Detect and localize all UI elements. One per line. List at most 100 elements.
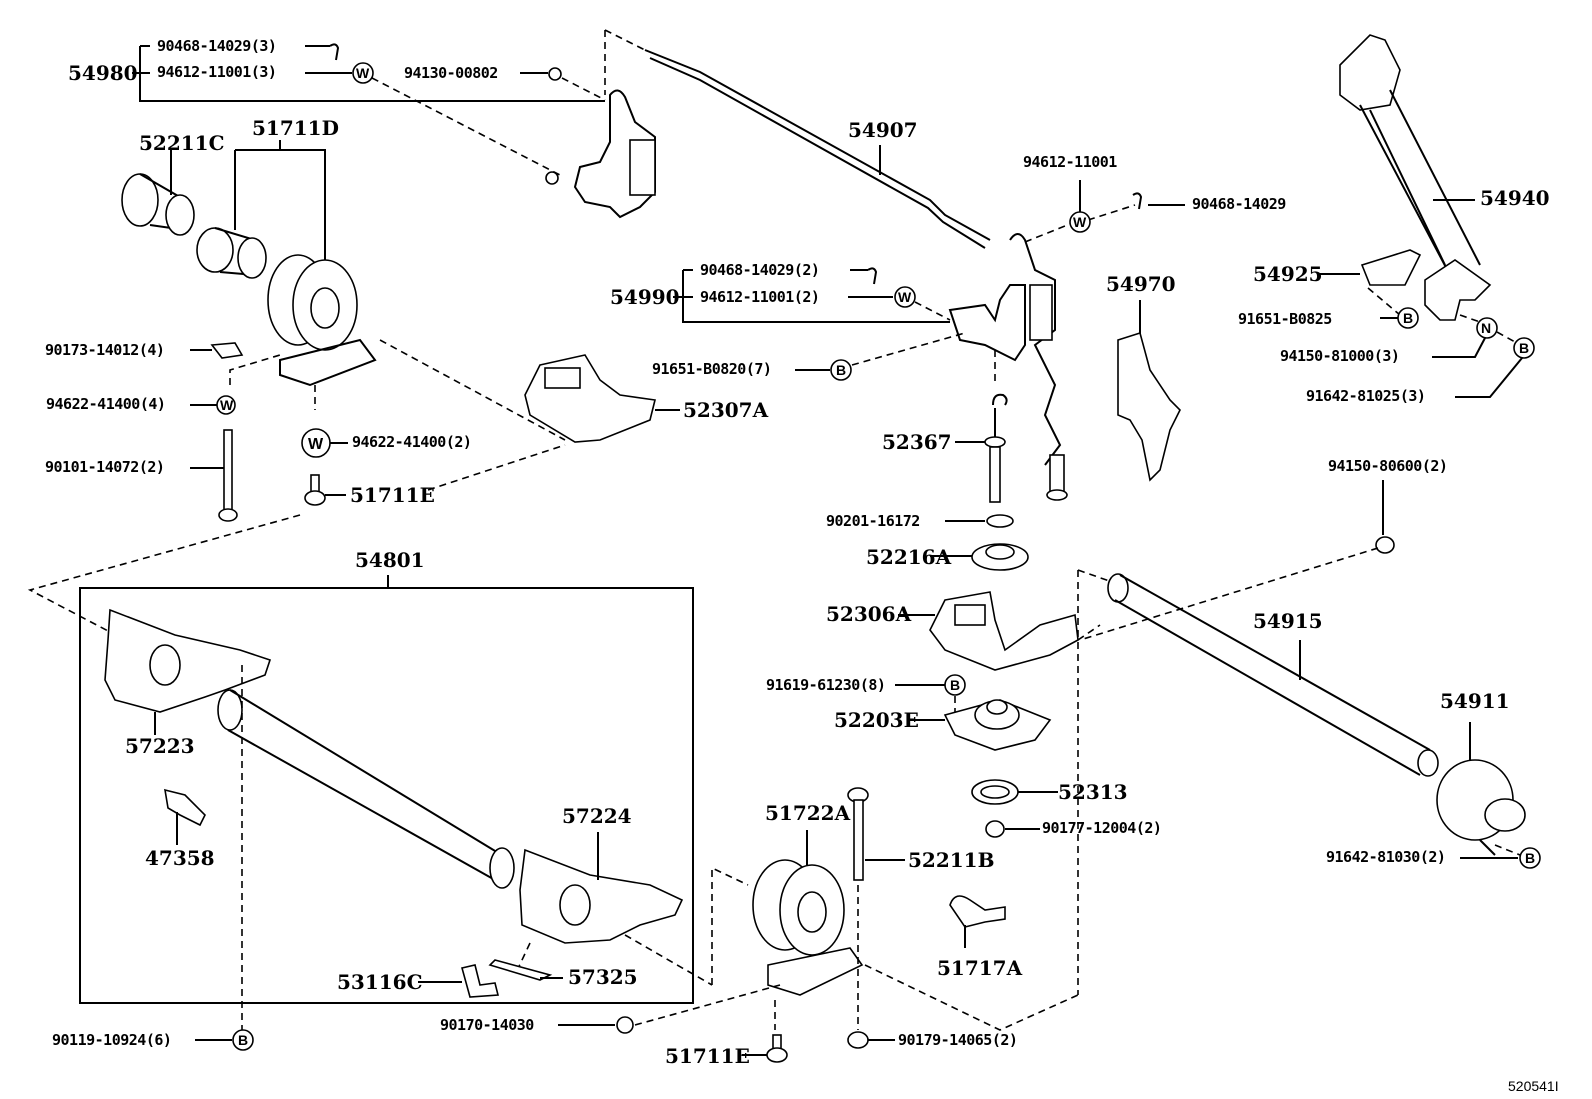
part-label-51722a: 51722A bbox=[765, 801, 851, 825]
part-label-90119-10924-qty6: 90119-10924(6) bbox=[52, 1031, 172, 1049]
lever-bracket-center bbox=[948, 233, 1068, 501]
bolt-51711e-icon bbox=[304, 474, 326, 506]
nut-90177-icon bbox=[985, 820, 1005, 838]
figure-code: 520541I bbox=[1508, 1078, 1559, 1094]
bolt-symbol-icon: B bbox=[1519, 847, 1541, 869]
mount-51722a bbox=[752, 859, 864, 996]
part-label-90201-16172: 90201-16172 bbox=[826, 512, 920, 530]
clip-47358 bbox=[164, 788, 206, 827]
bushing-51711d-inner bbox=[196, 227, 267, 279]
mount-51711d bbox=[267, 254, 377, 387]
bolt-symbol-icon: B bbox=[1397, 307, 1419, 329]
washer-symbol-icon: W bbox=[1069, 211, 1091, 233]
part-label-94612-11001: 94612-11001 bbox=[1023, 153, 1117, 171]
bracket-57224 bbox=[519, 848, 684, 944]
part-label-54911: 54911 bbox=[1440, 689, 1510, 713]
washer-symbol-icon: W bbox=[352, 62, 374, 84]
part-label-54915: 54915 bbox=[1253, 609, 1323, 633]
mount-52203e bbox=[943, 699, 1052, 751]
lever-bracket-top bbox=[545, 89, 656, 219]
part-label-51711e-bottom: 51711E bbox=[665, 1044, 750, 1068]
part-label-57325: 57325 bbox=[568, 965, 638, 989]
part-label-90468-14029: 90468-14029 bbox=[1192, 195, 1286, 213]
part-label-90170-14030: 90170-14030 bbox=[440, 1016, 534, 1034]
part-label-91642-81025-qty3: 91642-81025(3) bbox=[1306, 387, 1426, 405]
bolt-symbol-icon: B bbox=[1513, 337, 1535, 359]
assembly-box-54801 bbox=[79, 575, 694, 1004]
cotter-pin-icon bbox=[1132, 192, 1143, 210]
part-label-53116c: 53116C bbox=[337, 970, 423, 994]
svg-text:B: B bbox=[1525, 850, 1535, 866]
svg-text:B: B bbox=[238, 1032, 248, 1048]
svg-text:W: W bbox=[356, 65, 370, 81]
part-label-52203e: 52203E bbox=[834, 708, 919, 732]
bolt-90101-icon bbox=[218, 429, 238, 522]
cotter-pin-icon bbox=[867, 267, 878, 285]
part-label-54980: 54980 bbox=[68, 61, 138, 85]
bolt-52211b-icon bbox=[847, 787, 869, 881]
part-label-57223: 57223 bbox=[125, 734, 195, 758]
part-label-91651-b0825: 91651-B0825 bbox=[1238, 310, 1332, 328]
part-label-94150-80600-qty2: 94150-80600(2) bbox=[1328, 457, 1448, 475]
part-label-54801: 54801 bbox=[355, 548, 425, 572]
washer-symbol-icon: W bbox=[894, 286, 916, 308]
part-label-90101-14072-qty2: 90101-14072(2) bbox=[45, 458, 165, 476]
part-label-90177-12004-qty2: 90177-12004(2) bbox=[1042, 819, 1162, 837]
part-label-91619-61230-qty8: 91619-61230(8) bbox=[766, 676, 886, 694]
bolt-51711e-bottom-icon bbox=[766, 1034, 788, 1063]
rod-54915 bbox=[1107, 573, 1439, 777]
svg-text:W: W bbox=[308, 436, 324, 453]
part-label-90468-14029-qty3: 90468-14029(3) bbox=[157, 37, 277, 55]
nut-symbol-icon: N bbox=[1476, 317, 1498, 339]
svg-text:W: W bbox=[898, 289, 912, 305]
svg-text:B: B bbox=[1403, 310, 1413, 326]
part-label-52367: 52367 bbox=[882, 430, 952, 454]
nut-90179-icon bbox=[847, 1031, 869, 1049]
bracket-54980 bbox=[132, 45, 605, 102]
bushing-52211c bbox=[121, 150, 195, 236]
part-label-94612-11001-qty2: 94612-11001(2) bbox=[700, 288, 820, 306]
part-label-94612-11001-qty3: 94612-11001(3) bbox=[157, 63, 277, 81]
part-label-57224: 57224 bbox=[562, 804, 632, 828]
part-label-47358: 47358 bbox=[145, 846, 215, 870]
part-label-94622-41400-qty2: 94622-41400(2) bbox=[352, 433, 472, 451]
part-label-54925: 54925 bbox=[1253, 262, 1323, 286]
latch-54970 bbox=[1117, 300, 1181, 482]
part-label-94150-81000-qty3: 94150-81000(3) bbox=[1280, 347, 1400, 365]
part-label-90179-14065-qty2: 90179-14065(2) bbox=[898, 1031, 1018, 1049]
washer-symbol-icon: W bbox=[216, 395, 236, 415]
hook-bolt-52367 bbox=[984, 393, 1008, 503]
part-label-54970: 54970 bbox=[1106, 272, 1176, 296]
part-label-94622-41400-qty4: 94622-41400(4) bbox=[46, 395, 166, 413]
part-label-54940: 54940 bbox=[1480, 186, 1550, 210]
part-label-54907: 54907 bbox=[848, 118, 918, 142]
rod-54907 bbox=[644, 49, 991, 249]
bolt-symbol-icon: B bbox=[944, 674, 966, 696]
part-label-52211b: 52211B bbox=[908, 848, 995, 872]
part-label-91651-b0820-qty7: 91651-B0820(7) bbox=[652, 360, 772, 378]
part-label-90173-14012-qty4: 90173-14012(4) bbox=[45, 341, 165, 359]
plate-52307a bbox=[524, 354, 656, 443]
part-label-52306a: 52306A bbox=[826, 602, 912, 626]
svg-text:N: N bbox=[1481, 320, 1491, 336]
part-label-51711d: 51711D bbox=[252, 116, 339, 140]
svg-text:W: W bbox=[1073, 214, 1087, 230]
svg-text:B: B bbox=[836, 362, 846, 378]
part-label-52211c: 52211C bbox=[139, 131, 225, 155]
bracket-54911 bbox=[1436, 722, 1526, 856]
bolt-symbol-icon: B bbox=[232, 1029, 254, 1051]
bolt-symbol-icon: B bbox=[830, 359, 852, 381]
grommet-52313 bbox=[971, 779, 1019, 805]
svg-text:B: B bbox=[950, 677, 960, 693]
part-label-91642-81030-qty2: 91642-81030(2) bbox=[1326, 848, 1446, 866]
part-label-51711e-top: 51711E bbox=[350, 483, 435, 507]
part-label-54990: 54990 bbox=[610, 285, 680, 309]
nut-icon bbox=[548, 67, 562, 81]
bracket-51717a bbox=[949, 895, 1006, 928]
part-label-51717a: 51717A bbox=[937, 956, 1023, 980]
tube-54801 bbox=[217, 689, 515, 889]
plate-52306a bbox=[929, 591, 1079, 671]
svg-text:B: B bbox=[1519, 340, 1529, 356]
svg-text:W: W bbox=[220, 397, 234, 413]
